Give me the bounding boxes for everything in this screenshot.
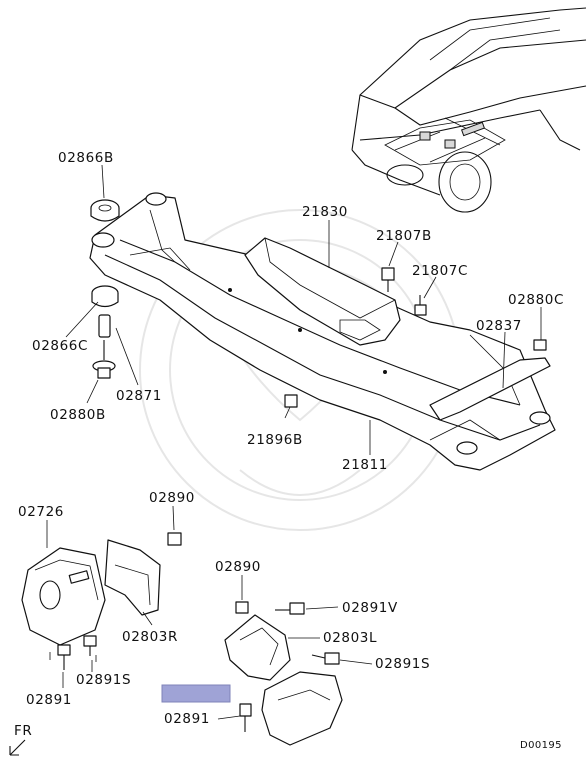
label-02871: 02871 <box>116 388 162 404</box>
bracket-21830 <box>244 237 401 346</box>
nut-02890-upper <box>167 532 182 546</box>
front-arrow-icon <box>9 739 26 756</box>
nut-02890-lower <box>235 601 249 614</box>
front-label: FR <box>14 723 32 739</box>
nut-21807B <box>381 267 395 292</box>
mount-lower-right <box>261 671 343 746</box>
bolt-02891S-right <box>311 652 340 665</box>
bar-02837 <box>429 357 551 421</box>
bracket-02803R <box>104 539 161 616</box>
highlight-box <box>161 684 231 703</box>
bolt-21807C <box>414 295 427 316</box>
label-02866B: 02866B <box>58 150 114 166</box>
diagram-code: D00195 <box>520 740 562 751</box>
label-02803R: 02803R <box>122 629 178 645</box>
bracket-02803L <box>224 614 291 681</box>
leader-lines <box>46 164 542 720</box>
collar-02871 <box>98 314 111 338</box>
label-02891-left: 02891 <box>26 692 72 708</box>
nut-21896B <box>284 394 298 408</box>
label-02890-lower: 02890 <box>215 559 261 575</box>
label-21807C: 21807C <box>412 263 468 279</box>
front-indicator: FR <box>9 723 32 756</box>
label-02726: 02726 <box>18 504 64 520</box>
nut-02880C <box>533 339 547 351</box>
mount-02726 <box>21 547 106 646</box>
label-02880C: 02880C <box>508 292 564 308</box>
label-02866C: 02866C <box>32 338 88 354</box>
bolt-02891V <box>275 602 305 615</box>
label-02891S-right: 02891S <box>375 656 430 672</box>
part-labels: 02866B 21830 21807B 21807C 02880C 02866C… <box>18 150 564 727</box>
label-02890-upper: 02890 <box>149 490 195 506</box>
bolt-02891-left <box>57 644 71 670</box>
label-21807B: 21807B <box>376 228 432 244</box>
label-02891-right: 02891 <box>164 711 210 727</box>
bolt-02880B <box>92 340 116 379</box>
label-21830: 21830 <box>302 204 348 220</box>
bolt-02891S-left <box>83 635 97 656</box>
label-02891V: 02891V <box>342 600 398 616</box>
label-02803L: 02803L <box>323 630 377 646</box>
label-02880B: 02880B <box>50 407 106 423</box>
label-02837: 02837 <box>476 318 522 334</box>
label-02891S-left: 02891S <box>76 672 131 688</box>
label-21811: 21811 <box>342 457 388 473</box>
vehicle-inset <box>351 7 587 213</box>
bushing-02866C <box>91 285 119 308</box>
bolt-02891-right <box>239 703 252 732</box>
label-21896B: 21896B <box>247 432 303 448</box>
bushing-02866B <box>90 199 120 222</box>
